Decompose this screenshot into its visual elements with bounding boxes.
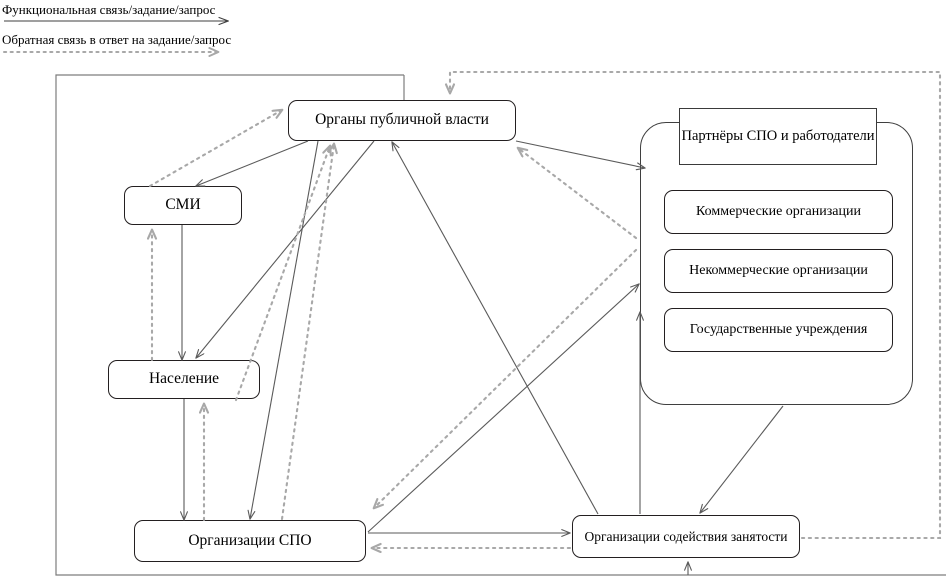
node-label: СМИ [165, 196, 201, 214]
legend-label-feedback: Обратная связь в ответ на задание/запрос [2, 32, 232, 47]
node-mass-media[interactable]: СМИ [124, 186, 242, 225]
partner-item-commercial[interactable]: Коммерческие организации [664, 190, 893, 234]
link-authority-to-spo [247, 140, 319, 520]
node-label: Организации СПО [188, 531, 312, 549]
link-authority-to-smi [195, 140, 309, 187]
partner-item-label: Государственные учреждения [689, 321, 868, 337]
node-population[interactable]: Население [108, 360, 260, 399]
partner-item-label: Некоммерческие организации [689, 262, 868, 278]
node-public-authority[interactable]: Органы публичной власти [288, 100, 516, 141]
link-spo-to-authority [280, 144, 334, 521]
link-partners-to-employment [699, 405, 784, 514]
partner-item-noncommercial[interactable]: Некоммерческие организации [664, 249, 893, 293]
partner-item-state[interactable]: Государственные учреждения [664, 308, 893, 352]
partners-header-box[interactable]: Партнёры СПО и работодатели [679, 108, 877, 165]
link-authority-to-partners [515, 140, 646, 171]
node-employment-services[interactable]: Организации содействия занятости [572, 515, 800, 558]
partners-header-label: Партнёры СПО и работодатели [681, 127, 875, 144]
node-label: Организации содействия занятости [584, 528, 788, 544]
node-label: Органы публичной власти [315, 111, 489, 129]
node-spo-organizations[interactable]: Организации СПО [134, 520, 366, 562]
link-employment-to-authority [391, 141, 599, 515]
link-spo-to-partners [367, 283, 640, 533]
partner-item-label: Коммерческие организации [696, 203, 861, 219]
link-partners-to-spo [374, 248, 638, 508]
link-authority-to-population [195, 140, 375, 359]
node-label: Население [148, 370, 220, 388]
link-smi-to-authority [148, 110, 282, 188]
legend-label-functional: Функциональная связь/задание/запрос [2, 2, 216, 17]
link-partners-to-authority [518, 148, 638, 240]
